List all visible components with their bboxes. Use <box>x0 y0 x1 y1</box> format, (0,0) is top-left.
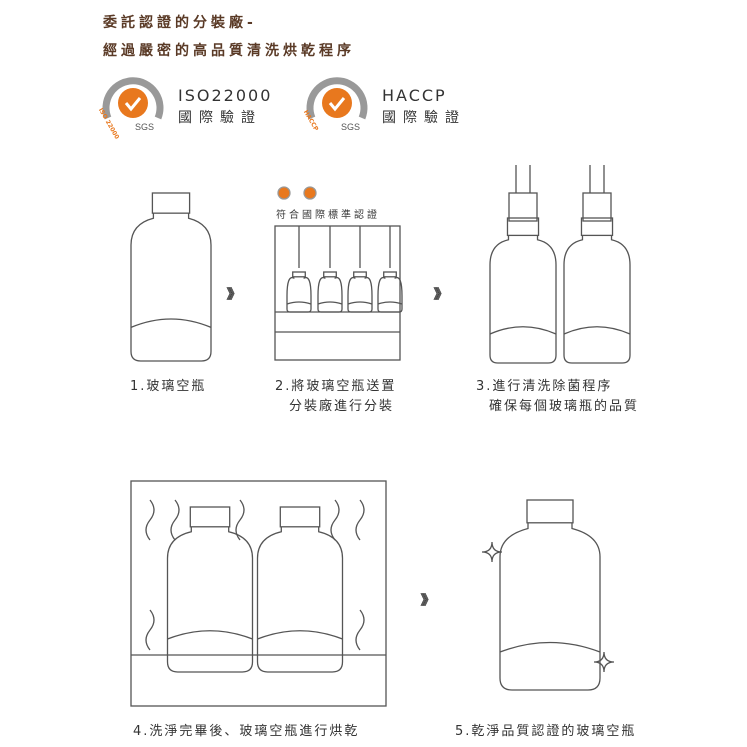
bottle-base-line <box>286 301 312 305</box>
bottle-base-line <box>499 641 601 653</box>
bottle-cap <box>506 217 540 237</box>
bottle-cap <box>189 506 231 528</box>
bottle-base-line <box>563 326 631 335</box>
iso-title: ISO22000 <box>178 86 273 105</box>
step4-bottle-left <box>166 526 254 673</box>
small-bottle <box>347 276 373 313</box>
small-bottle <box>377 276 403 313</box>
bottle-base-line <box>257 630 343 640</box>
bottle-base-line <box>377 301 403 305</box>
headline-line1: 委託認證的分裝廠- <box>103 15 257 31</box>
steam-icon <box>355 609 365 651</box>
step3-bottle-right <box>563 235 631 364</box>
steam-icon <box>235 499 245 541</box>
bottle-base-line <box>317 301 343 305</box>
step1-caption: 1.玻璃空瓶 <box>130 379 207 394</box>
bottle-cap <box>151 192 191 214</box>
step3-caption-2: 確保每個玻璃瓶的品質 <box>489 399 640 414</box>
step5-bottle <box>499 522 601 691</box>
bottle-base-line <box>167 630 253 640</box>
bottle-cap <box>526 499 574 524</box>
haccp-sub: 國際驗證 <box>382 110 466 126</box>
step4-bottle-right <box>256 526 344 673</box>
bottle-cap <box>353 271 367 278</box>
bottle-cap <box>323 271 337 278</box>
standard-label: 符合國際標準認證 <box>276 210 380 221</box>
step2-caption-1: 2.將玻璃空瓶送置 <box>275 379 397 394</box>
small-bottle <box>286 276 312 313</box>
bottle-cap <box>383 271 397 278</box>
steam-icon <box>145 499 155 541</box>
headline-line2: 經過嚴密的高品質清洗烘乾程序 <box>103 43 355 59</box>
sparkle-icon <box>481 541 503 563</box>
arrow-1: 》》》 <box>226 287 242 303</box>
filling-machine <box>274 186 403 361</box>
spray-nozzle <box>508 192 538 222</box>
step3-caption-1: 3.進行清洗除菌程序 <box>476 379 613 394</box>
sgs-haccp-logo: SGS <box>306 77 368 132</box>
small-bottle <box>317 276 343 313</box>
sgs-iso-logo: SGS <box>102 77 164 132</box>
steam-icon <box>330 499 340 541</box>
step5-caption: 5.乾淨品質認證的玻璃空瓶 <box>455 724 637 739</box>
arrow-2: 》》》 <box>433 287 449 303</box>
steam-icon <box>170 499 180 541</box>
steam-icon <box>355 499 365 541</box>
bottle-cap <box>292 271 306 278</box>
step1-bottle <box>130 213 212 362</box>
haccp-title: HACCP <box>382 86 447 105</box>
step4-caption: 4.洗淨完畢後、玻璃空瓶進行烘乾 <box>133 724 360 739</box>
spray-nozzle <box>582 192 612 222</box>
bottle-base-line <box>489 326 557 335</box>
haccp-badge-text: SGS <box>341 122 360 132</box>
step3-bottle-left <box>489 235 557 364</box>
arrow-3: 》》》 <box>420 593 436 609</box>
iso-badge-text: SGS <box>135 122 154 132</box>
bottle-cap <box>580 217 614 237</box>
bottle-base-line <box>130 318 212 328</box>
steam-icon <box>145 609 155 651</box>
step2-caption-2: 分裝廠進行分裝 <box>289 399 395 414</box>
drying-box <box>130 480 387 707</box>
bottle-base-line <box>347 301 373 305</box>
iso-sub: 國際驗證 <box>178 110 262 126</box>
sparkle-icon <box>593 651 615 673</box>
bottle-cap <box>279 506 321 528</box>
